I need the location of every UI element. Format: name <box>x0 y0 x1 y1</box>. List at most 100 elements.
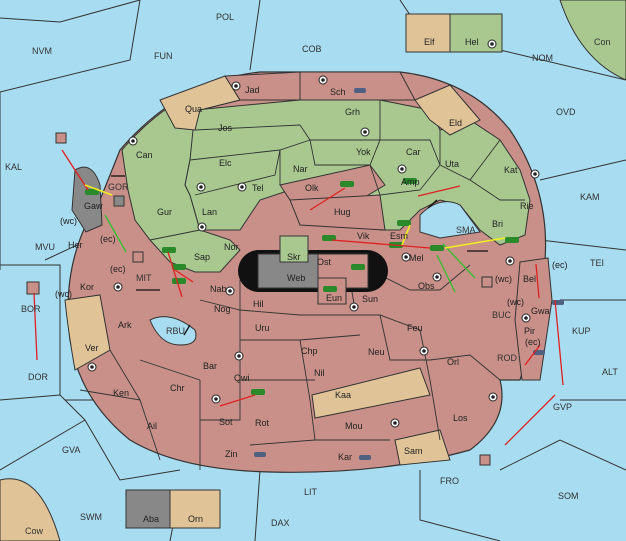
order-arrows-green <box>104 214 476 293</box>
svg-text:RBU: RBU <box>166 326 185 336</box>
svg-text:Uru: Uru <box>255 323 270 333</box>
svg-text:Rot: Rot <box>255 418 270 428</box>
svg-text:(wc): (wc) <box>495 274 512 284</box>
svg-text:Obs: Obs <box>418 281 435 291</box>
coast-labels: (wc) (ec) (ec) (wc) (wc) (ec) (wc) (ec) <box>55 216 568 347</box>
svg-text:Zin: Zin <box>225 449 238 459</box>
svg-text:Chp: Chp <box>301 346 318 356</box>
legend-orn-box <box>169 489 221 529</box>
svg-text:Her: Her <box>68 240 83 250</box>
svg-text:Cow: Cow <box>25 526 44 536</box>
svg-text:FUN: FUN <box>154 51 173 61</box>
svg-text:Nog: Nog <box>214 304 231 314</box>
svg-text:Mel: Mel <box>409 253 424 263</box>
svg-text:Nil: Nil <box>314 368 325 378</box>
svg-text:DOR: DOR <box>28 372 49 382</box>
svg-text:Uta: Uta <box>445 159 459 169</box>
svg-text:Tel: Tel <box>252 183 264 193</box>
svg-text:Kar: Kar <box>338 452 352 462</box>
svg-text:Chr: Chr <box>170 383 185 393</box>
svg-text:Qwi: Qwi <box>234 373 250 383</box>
province-bor <box>26 281 40 295</box>
order-arrows-yellow <box>84 184 506 249</box>
svg-text:Jos: Jos <box>218 123 233 133</box>
svg-text:Ark: Ark <box>118 320 132 330</box>
svg-text:KUP: KUP <box>572 326 591 336</box>
province-hug <box>289 194 386 231</box>
svg-text:Bel: Bel <box>523 274 536 284</box>
svg-text:Ail: Ail <box>147 421 157 431</box>
svg-text:Neu: Neu <box>368 347 385 357</box>
svg-text:(wc): (wc) <box>507 297 524 307</box>
svg-text:Nab: Nab <box>210 284 227 294</box>
svg-text:Gwa: Gwa <box>531 306 550 316</box>
svg-text:Rie: Rie <box>520 201 534 211</box>
svg-text:Sap: Sap <box>194 252 210 262</box>
svg-text:(wc): (wc) <box>60 216 77 226</box>
svg-text:Car: Car <box>406 147 421 157</box>
legend-aba-label: Aba <box>143 514 159 524</box>
svg-text:TEI: TEI <box>590 258 604 268</box>
svg-text:Bar: Bar <box>203 361 217 371</box>
province-ver <box>64 294 111 371</box>
svg-text:Olk: Olk <box>305 183 319 193</box>
svg-text:Skr: Skr <box>287 252 301 262</box>
legend-elf-label: Elf <box>424 37 435 47</box>
svg-text:Grh: Grh <box>345 107 360 117</box>
province-sam <box>394 429 451 466</box>
svg-text:Gaw: Gaw <box>84 201 103 211</box>
svg-text:Ver: Ver <box>85 343 99 353</box>
units <box>55 88 564 466</box>
svg-text:(ec): (ec) <box>525 337 541 347</box>
svg-text:NOM: NOM <box>532 53 553 63</box>
svg-text:KAM: KAM <box>580 192 600 202</box>
order-arrows-red <box>33 149 564 446</box>
sea-sma <box>419 201 481 239</box>
interior-borders-green <box>149 100 525 241</box>
svg-text:Web: Web <box>287 273 305 283</box>
province-labels: Jad Sch Qua Grh Jos Eld Can Yok Car Elc … <box>68 85 550 462</box>
svg-text:Sot: Sot <box>219 417 233 427</box>
svg-text:OVD: OVD <box>556 107 576 117</box>
svg-text:NVM: NVM <box>32 46 52 56</box>
legend-orn-label: Orn <box>188 514 203 524</box>
svg-text:Nar: Nar <box>293 164 308 174</box>
svg-text:(ec): (ec) <box>100 234 116 244</box>
svg-text:Kaa: Kaa <box>335 390 351 400</box>
svg-text:KAL: KAL <box>5 162 22 172</box>
svg-text:Yok: Yok <box>356 147 371 157</box>
svg-text:SOM: SOM <box>558 491 579 501</box>
svg-text:Hil: Hil <box>253 299 264 309</box>
svg-text:Qua: Qua <box>185 104 202 114</box>
adjacency-arrows <box>111 175 488 336</box>
svg-text:(ec): (ec) <box>110 264 126 274</box>
svg-text:SWM: SWM <box>80 512 102 522</box>
svg-text:MIT: MIT <box>136 273 152 283</box>
province-sch <box>299 71 416 101</box>
sea-labels: POL NVM FUN COB NOM Con OVD KAL KAM MVU … <box>5 12 618 536</box>
svg-text:Jad: Jad <box>245 85 260 95</box>
svg-text:POL: POL <box>216 12 234 22</box>
svg-text:Hug: Hug <box>334 207 351 217</box>
svg-text:MVU: MVU <box>35 242 55 252</box>
svg-text:Kor: Kor <box>80 282 94 292</box>
svg-text:(wc): (wc) <box>55 289 72 299</box>
svg-text:Nor: Nor <box>224 242 239 252</box>
svg-text:FRO: FRO <box>440 476 459 486</box>
svg-text:GVA: GVA <box>62 445 80 455</box>
svg-text:LIT: LIT <box>304 487 318 497</box>
svg-text:Los: Los <box>453 413 468 423</box>
svg-text:ROD: ROD <box>497 353 518 363</box>
svg-text:(ec): (ec) <box>552 260 568 270</box>
sea-rbu <box>149 316 197 346</box>
svg-text:Gur: Gur <box>157 207 172 217</box>
svg-text:Pir: Pir <box>524 326 535 336</box>
svg-text:Bri: Bri <box>492 219 503 229</box>
svg-text:Can: Can <box>136 150 153 160</box>
svg-text:Amp: Amp <box>401 177 420 187</box>
svg-text:Con: Con <box>594 37 611 47</box>
province-gaw <box>71 166 103 233</box>
svg-text:Kat: Kat <box>504 165 518 175</box>
